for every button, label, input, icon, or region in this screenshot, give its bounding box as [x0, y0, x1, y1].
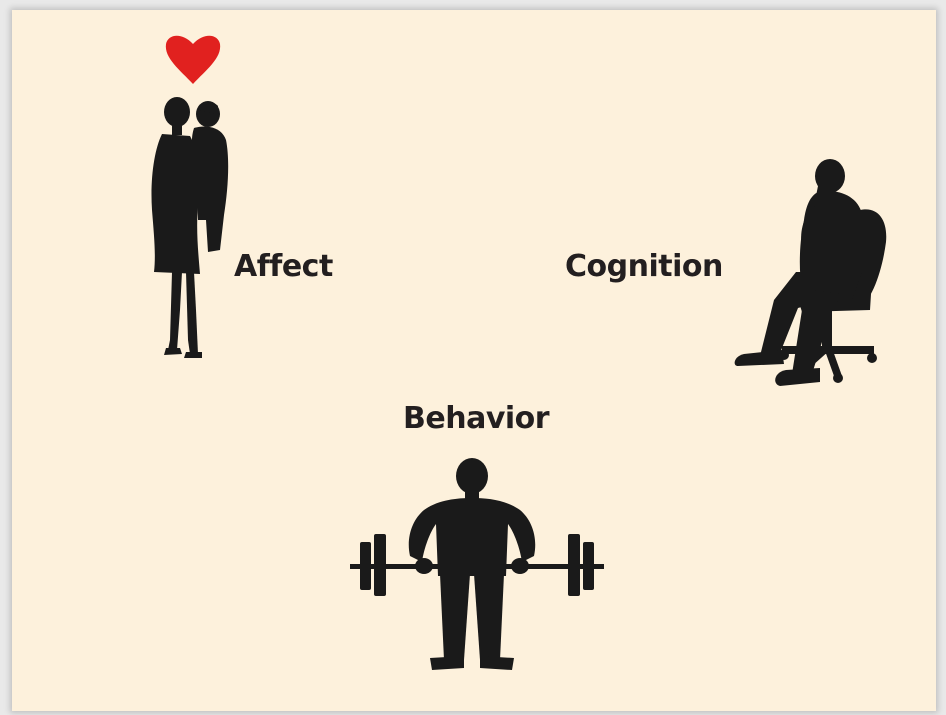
diagram-panel: Affect Cognition Behavior [12, 10, 936, 711]
affect-label: Affect [234, 249, 333, 284]
kissing-couple-icon [151, 35, 229, 358]
behavior-label: Behavior [403, 401, 550, 436]
heart-icon [165, 35, 221, 84]
cognition-label: Cognition [565, 249, 723, 284]
weightlifter-icon [350, 458, 604, 670]
thinking-man-in-chair-icon [734, 159, 887, 386]
